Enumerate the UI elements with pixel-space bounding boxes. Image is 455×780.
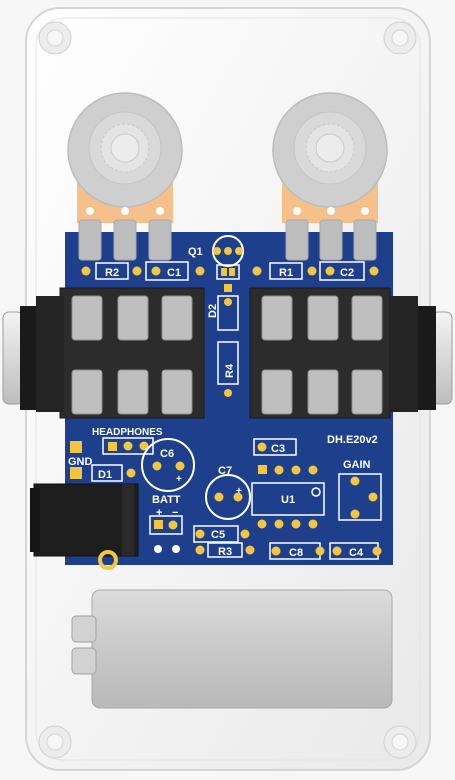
c6-label: C6 <box>160 448 174 460</box>
capacitor-c4 <box>329 542 382 560</box>
c6-plus: + <box>176 474 182 485</box>
batt-label: BATT <box>152 494 181 506</box>
c2-label: C2 <box>340 267 354 279</box>
c8-label: C8 <box>289 547 303 559</box>
audio-jack-icon <box>249 287 453 419</box>
gain-trimmer <box>338 473 382 521</box>
capacitor-c1 <box>145 261 205 281</box>
audio-jack-icon <box>2 287 205 419</box>
9v-battery-icon <box>71 589 393 709</box>
capacitor-c8 <box>269 542 325 560</box>
resistor-r1 <box>252 262 317 280</box>
mounting-hole <box>154 545 162 553</box>
capacitor-c6 <box>141 438 195 492</box>
r4-label: R4 <box>224 363 236 378</box>
capacitor-c2 <box>319 261 379 281</box>
ic-u1 <box>251 465 325 529</box>
resistor-r4 <box>217 341 239 397</box>
headphones-label: HEADPHONES <box>92 427 163 438</box>
pad <box>154 520 163 529</box>
enclosure-screw-icon <box>38 725 72 759</box>
enclosure-screw-icon <box>38 21 72 55</box>
batt-plus: + <box>156 507 162 519</box>
c7-plus: + <box>236 486 242 497</box>
transistor-q1 <box>212 235 244 292</box>
d2-label: D2 <box>207 304 219 318</box>
dc-pad <box>70 467 82 479</box>
potentiometer-icon <box>67 92 183 261</box>
pad <box>139 441 149 451</box>
r1-label: R1 <box>279 267 293 279</box>
dc-power-jack-icon <box>30 483 139 570</box>
batt-header <box>149 515 183 535</box>
pad <box>123 441 133 451</box>
enclosure-screw-icon <box>383 21 417 55</box>
enclosure-screw-icon <box>383 725 417 759</box>
pad <box>108 442 117 451</box>
r2-label: R2 <box>105 267 119 279</box>
diode-d2 <box>217 295 239 331</box>
d1-label: D1 <box>98 469 112 481</box>
c3-label: C3 <box>271 443 285 455</box>
c4-label: C4 <box>349 547 364 559</box>
capacitor-c5 <box>193 525 250 543</box>
c1-label: C1 <box>167 267 181 279</box>
u1-label: U1 <box>281 494 295 506</box>
q1-label: Q1 <box>188 246 203 258</box>
resistor-r2 <box>81 262 142 280</box>
gnd-label: GND <box>68 456 93 468</box>
c5-label: C5 <box>211 529 225 541</box>
pad <box>168 520 178 530</box>
resistor-r3 <box>195 542 255 558</box>
capacitor-c3 <box>253 438 297 456</box>
capacitor-c7 <box>205 474 251 520</box>
c7-label: C7 <box>218 465 232 477</box>
batt-minus: − <box>172 507 178 519</box>
mounting-hole <box>172 545 180 553</box>
headphones-header <box>102 437 154 455</box>
r3-label: R3 <box>218 546 232 558</box>
diode-d1 <box>91 464 136 482</box>
gnd-pad <box>70 441 82 453</box>
board-name: DH.E20v2 <box>327 434 378 446</box>
potentiometer-icon <box>272 92 388 261</box>
gain-label: GAIN <box>343 459 371 471</box>
